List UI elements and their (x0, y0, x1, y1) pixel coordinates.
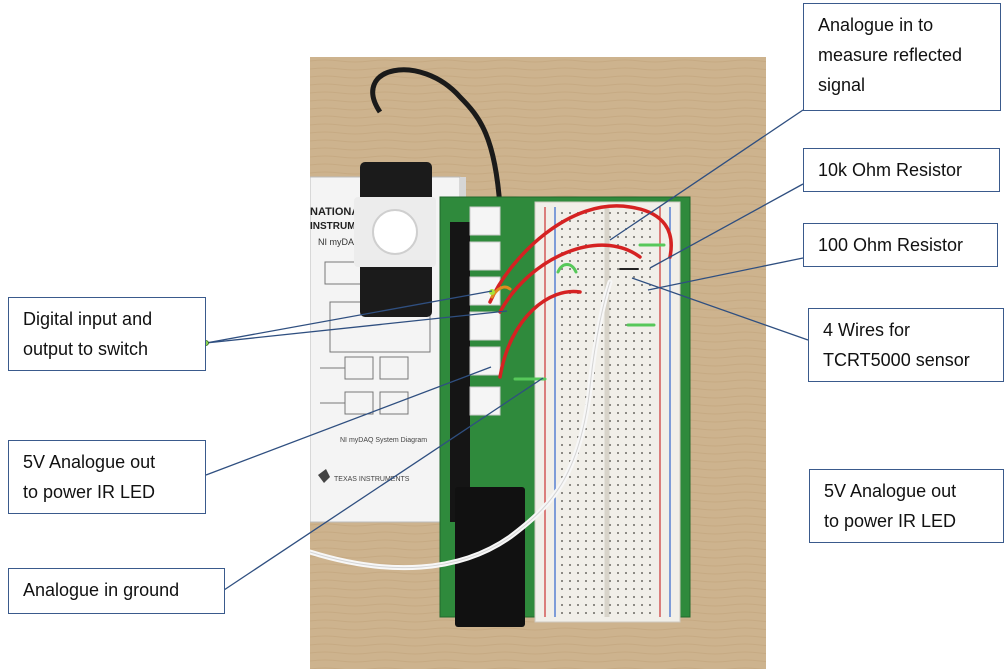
device-brand-2: INSTRUMENTS (310, 221, 383, 232)
callout-4-wires-tcrt5000: 4 Wires for TCRT5000 sensor (808, 308, 1004, 382)
device-model: NI myDAQ (318, 237, 361, 247)
callout-analogue-in-ground: Analogue in ground (8, 568, 225, 614)
green-jumper-1 (556, 263, 578, 274)
ti-logo-text: TEXAS INSTRUMENTS (334, 476, 410, 483)
device-caption: NI myDAQ System Diagram (340, 437, 427, 444)
callout-5v-analogue-out-right: 5V Analogue out to power IR LED (809, 469, 1004, 543)
callout-digital-io-switch: Digital input and output to switch (8, 297, 206, 371)
device-brand-1: NATIONAL (310, 206, 366, 218)
red-wire-3 (498, 289, 582, 379)
push-button-icon (372, 209, 418, 255)
callout-5v-analogue-out-left: 5V Analogue out to power IR LED (8, 440, 206, 514)
setup-photo: NATIONAL INSTRUMENTS NI myDAQ NI myDAQ S… (310, 57, 766, 669)
callout-10k-resistor: 10k Ohm Resistor (803, 148, 1000, 192)
switch-box (354, 67, 505, 317)
callout-100-ohm-resistor: 100 Ohm Resistor (803, 223, 998, 267)
red-wire-2 (498, 243, 642, 314)
marker-dot (489, 289, 495, 295)
breadboard (534, 201, 681, 623)
orange-wire (490, 285, 512, 299)
callout-analogue-in-reflected: Analogue in to measure reflected signal (803, 3, 1001, 111)
